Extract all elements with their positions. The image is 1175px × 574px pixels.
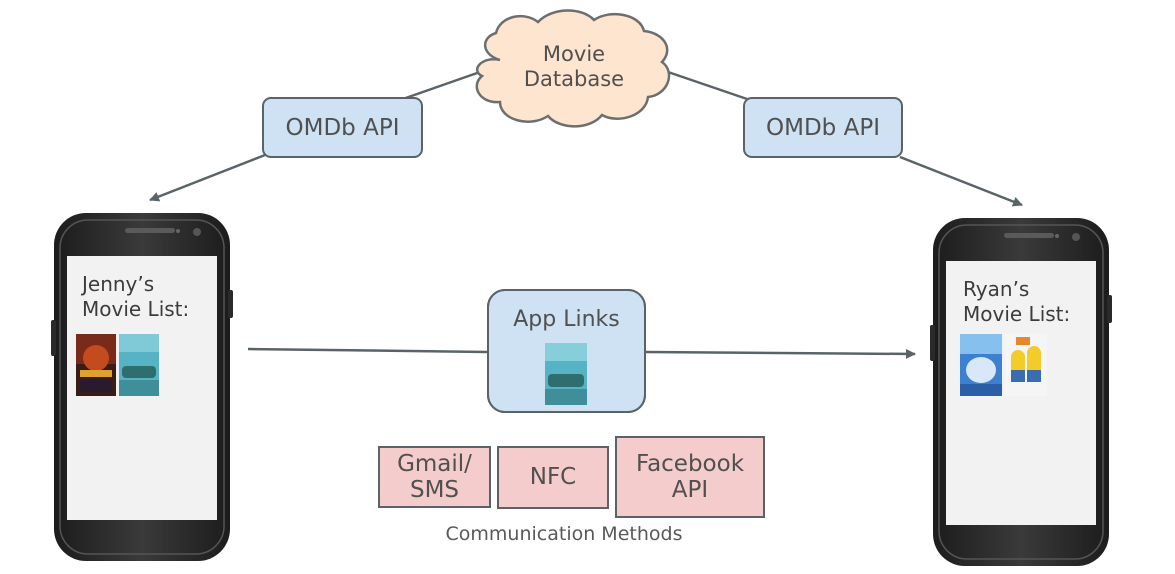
left-api-to-phone-arrow xyxy=(149,153,266,202)
applinks-to-phone-arrow xyxy=(645,348,916,359)
poster-avengers xyxy=(76,334,116,396)
poster-green-book-applinks xyxy=(545,343,587,405)
left-omdb-api-label: OMDb API xyxy=(285,114,400,141)
gmail-sms-box: Gmail/ SMS xyxy=(378,446,491,508)
cloud-to-left-api-line xyxy=(399,70,481,102)
poster-ice-age xyxy=(960,334,1002,396)
poster-green-book-left xyxy=(119,334,159,396)
communication-methods-caption: Communication Methods xyxy=(445,523,683,545)
cloud-to-right-api-line xyxy=(667,70,751,102)
movie-database-label: Movie Database xyxy=(523,42,625,92)
poster-despicable-me xyxy=(1005,334,1047,396)
right-api-to-phone-arrow xyxy=(899,155,1023,207)
facebook-api-box: Facebook API xyxy=(615,436,765,518)
phone-to-applinks-line xyxy=(247,347,488,354)
right-omdb-api-label: OMDb API xyxy=(766,114,880,141)
left-phone-title: Jenny’s Movie List: xyxy=(82,272,190,321)
movie-database-cloud xyxy=(475,9,671,128)
nfc-box: NFC xyxy=(497,446,609,509)
left-omdb-api-box: OMDb API xyxy=(262,97,423,158)
right-phone-title: Ryan’s Movie List: xyxy=(963,277,1071,326)
right-omdb-api-box: OMDb API xyxy=(743,97,903,158)
